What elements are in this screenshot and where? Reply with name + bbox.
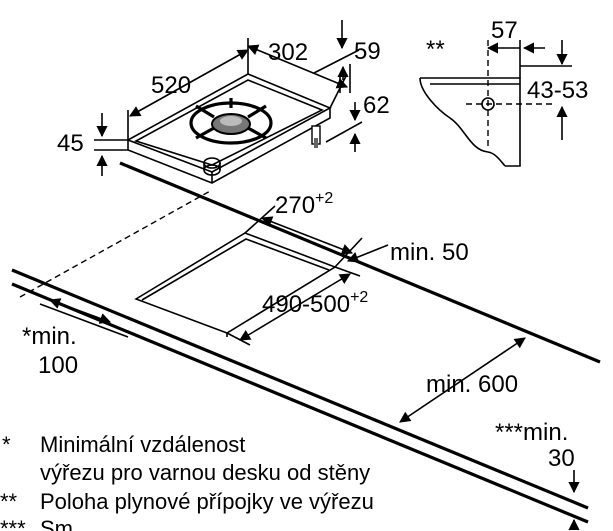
note-1-line-1: Minimální vzdálenost — [40, 432, 245, 457]
dim-490-500: 490-500+2 — [262, 289, 368, 318]
control-knob — [203, 157, 221, 176]
note-1-marker: * — [2, 432, 11, 457]
dim-min-30-value: 30 — [548, 445, 575, 472]
dim-520: 520 — [151, 72, 191, 99]
dim-57: 57 — [491, 17, 518, 44]
note-2-marker: ** — [0, 489, 18, 514]
note-3-marker: *** — [0, 516, 26, 531]
dim-59: 59 — [354, 38, 381, 65]
gas-marker: ** — [426, 36, 445, 63]
hob-dimensions — [94, 20, 363, 176]
note-3-line-1: Sm... — [40, 516, 91, 531]
dim-min-600: min. 600 — [426, 371, 518, 398]
dim-45: 45 — [57, 130, 84, 157]
dim-270: 270+2 — [275, 190, 333, 219]
note-2-line-1: Poloha plynové přípojky ve výřezu — [40, 489, 374, 514]
dim-min-30-prefix: ***min. — [495, 419, 568, 446]
dim-min-100-value: 100 — [38, 352, 78, 379]
worktop-drawing — [11, 161, 601, 531]
note-1-line-2: výřezu pro varnou desku od stěny — [40, 460, 370, 485]
dim-302: 302 — [268, 39, 308, 66]
gas-connector — [311, 125, 321, 148]
dim-min-100-prefix: *min. — [22, 323, 77, 350]
dim-43-53: 43-53 — [527, 77, 588, 104]
footnotes: * Minimální vzdálenost výřezu pro varnou… — [0, 432, 374, 531]
cutout — [134, 232, 337, 337]
dim-min-50: min. 50 — [390, 239, 469, 266]
gas-section-drawing — [419, 40, 572, 167]
dim-62: 62 — [363, 92, 390, 119]
